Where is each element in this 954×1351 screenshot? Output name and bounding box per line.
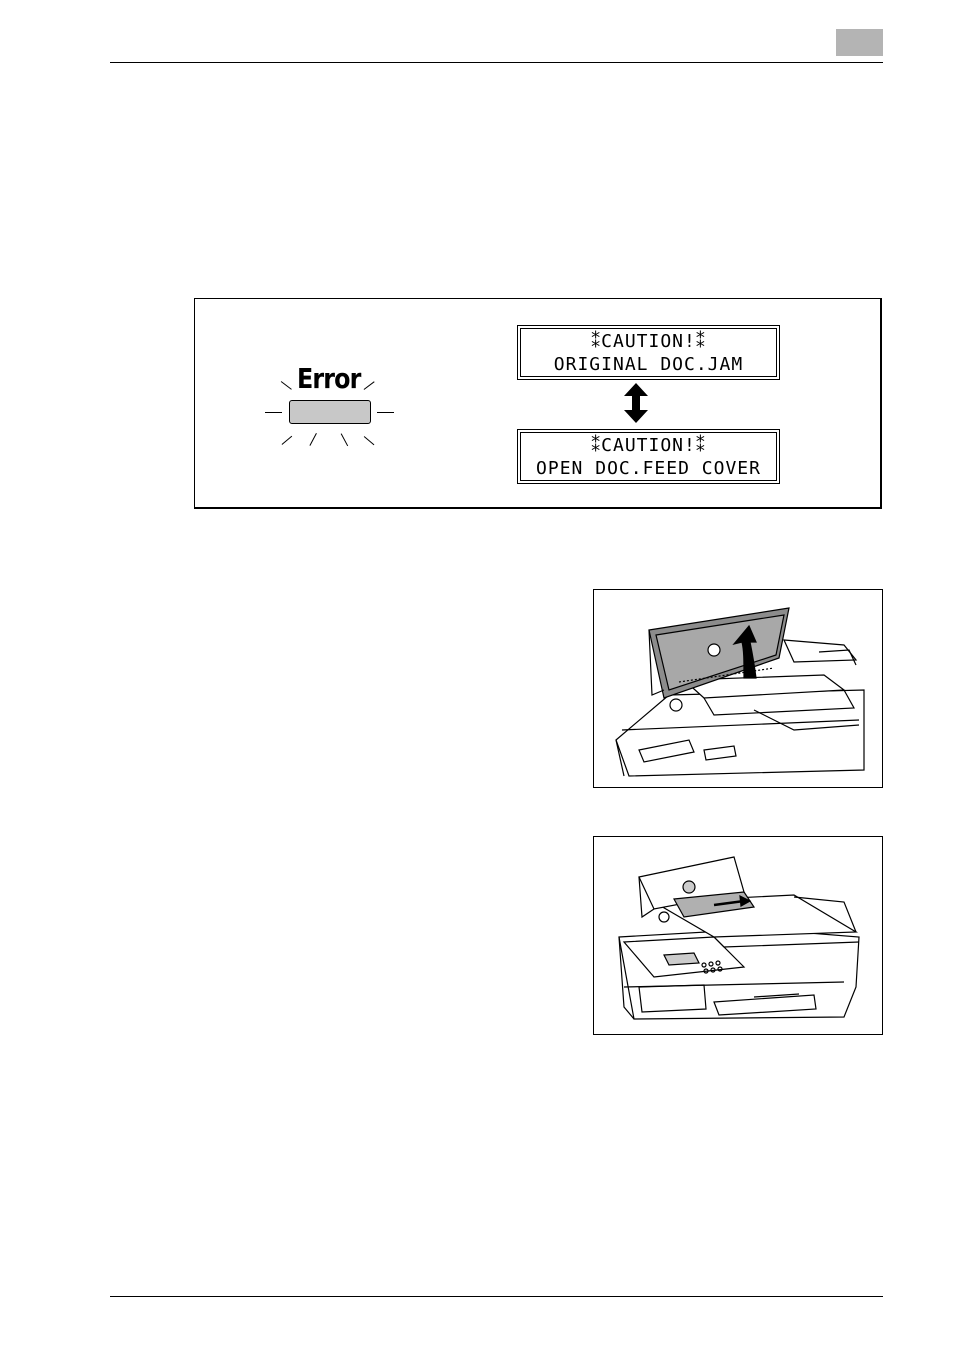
footer-rule (110, 1296, 883, 1297)
lcd-line-1: ⁑CAUTION!⁑ (591, 434, 706, 457)
remove-jammed-document-illustration (593, 836, 883, 1035)
double-arrow-vertical-icon (623, 383, 649, 423)
lcd-line-2: OPEN DOC.FEED COVER (536, 457, 761, 480)
lcd-line-2: ORIGINAL DOC.JAM (554, 353, 743, 376)
header-rule (110, 62, 883, 63)
lcd-display-jam: ⁑CAUTION!⁑ ORIGINAL DOC.JAM (517, 325, 780, 380)
lcd-line-1: ⁑CAUTION!⁑ (591, 330, 706, 353)
error-lamp-label: Error (297, 362, 361, 395)
error-lamp (289, 400, 371, 424)
open-feeder-cover-illustration (593, 589, 883, 788)
chapter-tab (836, 29, 883, 56)
lcd-display-open-cover: ⁑CAUTION!⁑ OPEN DOC.FEED COVER (517, 429, 780, 484)
